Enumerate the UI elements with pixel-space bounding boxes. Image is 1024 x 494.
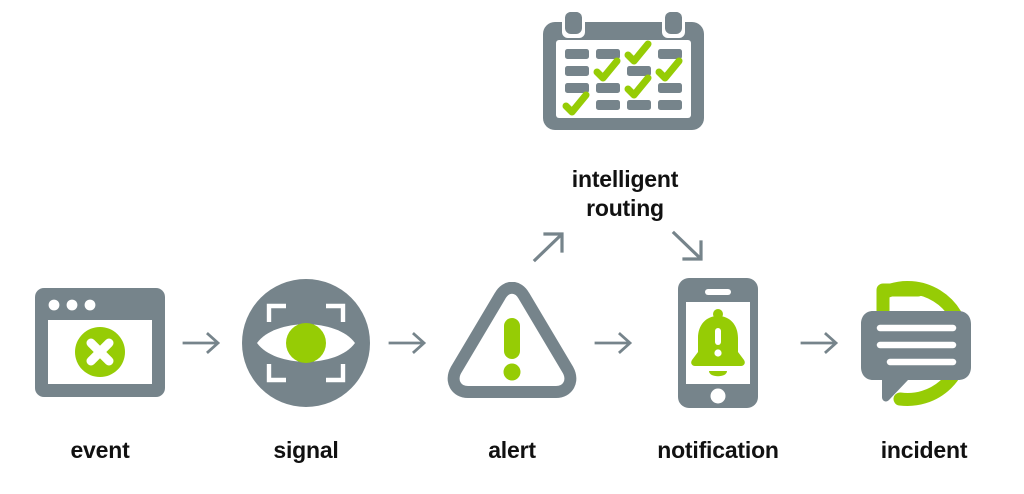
intelligent-routing-group: intelligent routing [500,0,750,270]
flow-step-label: incident [880,437,968,463]
calendar-check-icon [536,10,711,135]
routing-label-line1: intelligent [571,166,679,192]
flow-step-notification[interactable]: notification [642,270,794,464]
arrow-right-icon [176,270,230,415]
flow-step-label: event [70,437,130,463]
warning-triangle-icon [440,270,585,415]
flow-step-label: notification [657,437,779,463]
arrow-down-right-icon [668,228,710,264]
routing-label-line2: routing [586,195,664,221]
phone-bell-icon [646,270,791,415]
arrow-right-icon [588,270,642,415]
flow-step-signal[interactable]: signal [230,270,382,464]
flow-step-label: signal [273,437,339,463]
browser-window-error-icon [28,270,173,415]
flow-step-incident[interactable]: incident [848,270,1000,464]
eye-detection-icon [234,270,379,415]
flow-step-event[interactable]: event [24,270,176,464]
flow-row: event [0,270,1024,494]
intelligent-routing-label: intelligent routing [500,165,750,223]
arrow-right-icon [794,270,848,415]
arrow-right-icon [382,270,436,415]
flow-step-label: alert [488,437,536,463]
chat-refresh-icon [852,270,997,415]
flow-step-alert[interactable]: alert [436,270,588,464]
arrow-up-right-icon [530,228,572,264]
